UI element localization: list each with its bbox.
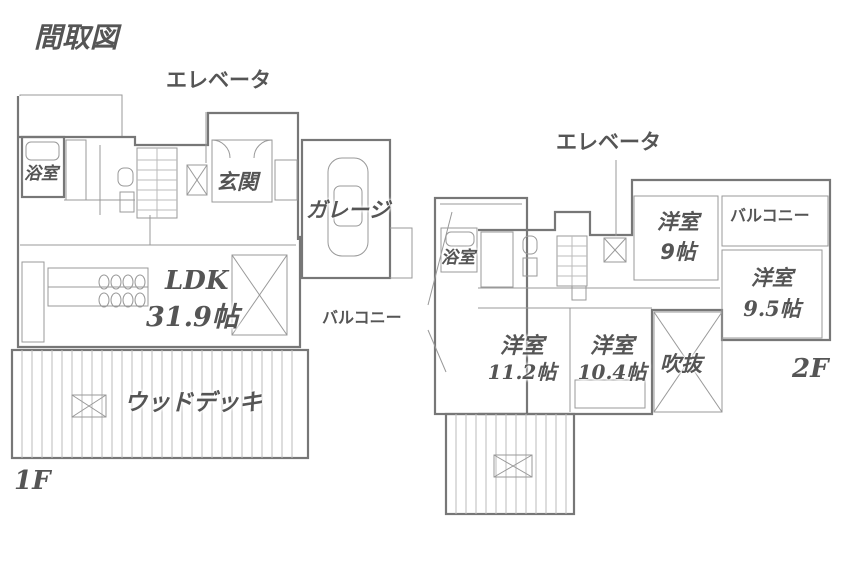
floor1-deck-label: ウッドデッキ <box>124 390 262 416</box>
floor2-room-a-size: 9帖 <box>660 240 696 264</box>
floor1-garage-label: ガレージ <box>306 198 390 222</box>
floor1-ldk-name: LDK <box>165 266 229 296</box>
floor2-balcony-west-label: バルコニー <box>322 308 402 327</box>
floor1-label: 1F <box>14 466 51 496</box>
floor2-room-b-name: 洋室 <box>751 266 793 290</box>
floor2-label: 2F <box>792 354 829 384</box>
floor2-drawing <box>427 160 832 516</box>
floor1-bath-label: 浴室 <box>24 164 58 184</box>
floor2-void-label: 吹抜 <box>660 352 702 376</box>
floor1-drawing <box>10 94 413 460</box>
floor2-room-b-size: 9.5帖 <box>743 296 801 321</box>
page-title: 間取図 <box>34 21 119 54</box>
floor2-room-a-name: 洋室 <box>657 210 699 234</box>
floor2-elevator-label: エレベータ <box>556 130 661 154</box>
floor2-room-d-name: 洋室 <box>589 334 634 359</box>
floor1-elevator-label: エレベータ <box>166 68 271 92</box>
floor2-balcony-east-label: バルコニー <box>730 206 810 225</box>
floor2-bath-label: 浴室 <box>441 248 475 268</box>
floor1-entrance-label: 玄関 <box>216 170 258 194</box>
floor2-room-c-name: 洋室 <box>499 334 544 359</box>
floor2-room-d-size: 10.4帖 <box>577 360 647 384</box>
floor2-room-c-size: 11.2帖 <box>487 360 557 384</box>
floor1-ldk-size: 31.9帖 <box>146 302 239 333</box>
